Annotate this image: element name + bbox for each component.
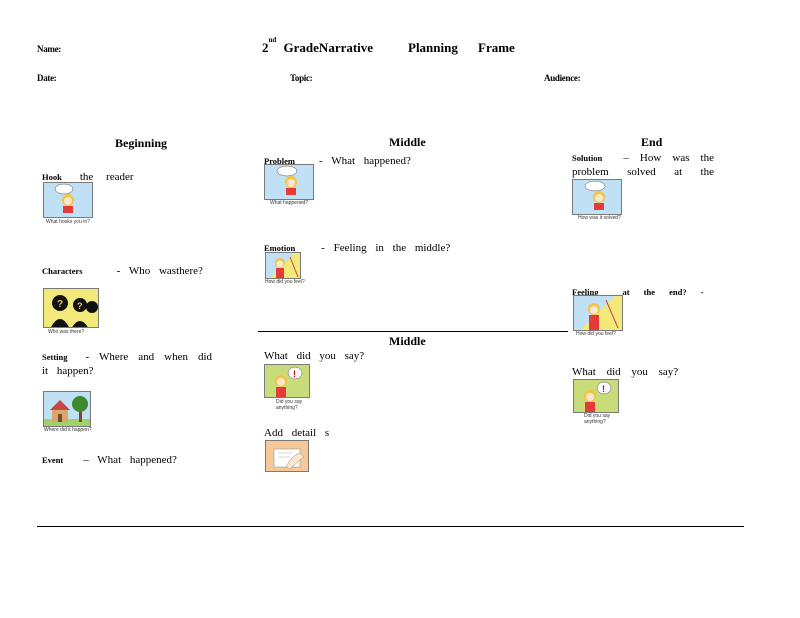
title-grade: GradeNarrative (283, 40, 374, 55)
svg-text:!: ! (602, 384, 605, 394)
problem-thumbnail (264, 164, 314, 200)
event-row: Event – What happened? (42, 450, 177, 468)
people-silhouette-icon: ? ? (51, 295, 98, 327)
hook-row: Hook the reader (42, 167, 134, 185)
end-say-thumbnail: ! (573, 379, 619, 413)
girl-thinking-icon (276, 165, 298, 195)
beginning-heading: Beginning (115, 136, 168, 150)
setting-text: - Where and when did it happen? (42, 351, 213, 377)
audience-label: Audience: (544, 73, 581, 83)
details-thumbnail (265, 440, 309, 472)
problem-row: Problem - What happened? (264, 151, 411, 169)
setting-thumbnail (43, 391, 91, 427)
middle-say-thumbnail: ! (264, 364, 310, 398)
middle-heading: Middle (389, 135, 426, 149)
middle-say-caption: Did you say anything? (276, 399, 303, 411)
svg-text:!: ! (293, 369, 296, 379)
end-heading: End (641, 135, 663, 149)
hook-label: Hook (42, 172, 62, 182)
hook-text: the reader (79, 171, 134, 183)
feeling-thumbnail (573, 295, 623, 331)
problem-caption: What happened? (270, 200, 309, 206)
girl-feeling-icon (588, 299, 619, 330)
girl-feeling-icon (275, 256, 299, 278)
problem-text: - What happened? (319, 155, 411, 167)
middle-say-text: What did you say? (264, 350, 365, 362)
middle-divider (258, 331, 568, 332)
girl-speaking-icon: ! (275, 366, 303, 397)
event-label: Event (42, 455, 64, 465)
characters-row: Characters - Who wasthere? (42, 261, 203, 279)
hook-caption: What hooks you in? (46, 219, 90, 225)
characters-text: - Who wasthere? (116, 265, 203, 277)
title-planning: Planning (408, 40, 458, 55)
house-tree-icon (44, 396, 90, 426)
event-text: – What happened? (83, 454, 177, 466)
problem-label: Problem (264, 156, 296, 166)
emotion-row: Emotion - Feeling in the middle? (264, 238, 450, 256)
name-label: Name: (37, 44, 61, 54)
middle-heading-2: Middle (389, 334, 426, 348)
svg-text:?: ? (57, 299, 63, 310)
svg-text:?: ? (77, 301, 83, 311)
emotion-text: - Feeling in the middle? (321, 242, 451, 254)
title-num: 2 (262, 40, 269, 55)
setting-row: Setting - Where and when did it happen? (42, 350, 212, 378)
end-say-caption: Did you say anything? (584, 413, 611, 425)
characters-label: Characters (42, 266, 83, 276)
end-say-text: What did you say? (572, 366, 679, 378)
details-text: Add detail s (264, 427, 330, 439)
hand-writing-icon (273, 448, 305, 470)
feeling-row: Feeling at the end? - (572, 282, 704, 300)
page-title: 2nd GradeNarrative (262, 36, 374, 56)
setting-caption: Where did it happen? (44, 427, 92, 433)
solution-label: Solution (572, 153, 603, 163)
girl-speaking-icon: ! (584, 381, 612, 412)
bottom-rule (37, 526, 744, 527)
emotion-thumbnail (265, 252, 301, 279)
title-frame: Frame (478, 40, 515, 55)
girl-thinking-icon (584, 180, 606, 210)
feeling-label: Feeling (572, 287, 599, 297)
emotion-label: Emotion (264, 243, 296, 253)
solution-thumbnail (572, 179, 622, 215)
topic-label: Topic: (290, 73, 313, 83)
girl-thinking-icon (54, 183, 74, 213)
date-label: Date: (37, 73, 57, 83)
setting-label: Setting (42, 352, 68, 362)
characters-thumbnail: ? ? (43, 288, 99, 328)
solution-caption: How was it solved? (578, 215, 621, 221)
hook-thumbnail (43, 182, 93, 218)
feeling-caption: How did you feel? (576, 331, 616, 337)
title-sup: nd (268, 35, 277, 44)
characters-caption: Who was there? (48, 329, 85, 335)
emotion-caption: How did you feel? (265, 279, 305, 285)
feeling-text: at the end? - (622, 287, 704, 297)
